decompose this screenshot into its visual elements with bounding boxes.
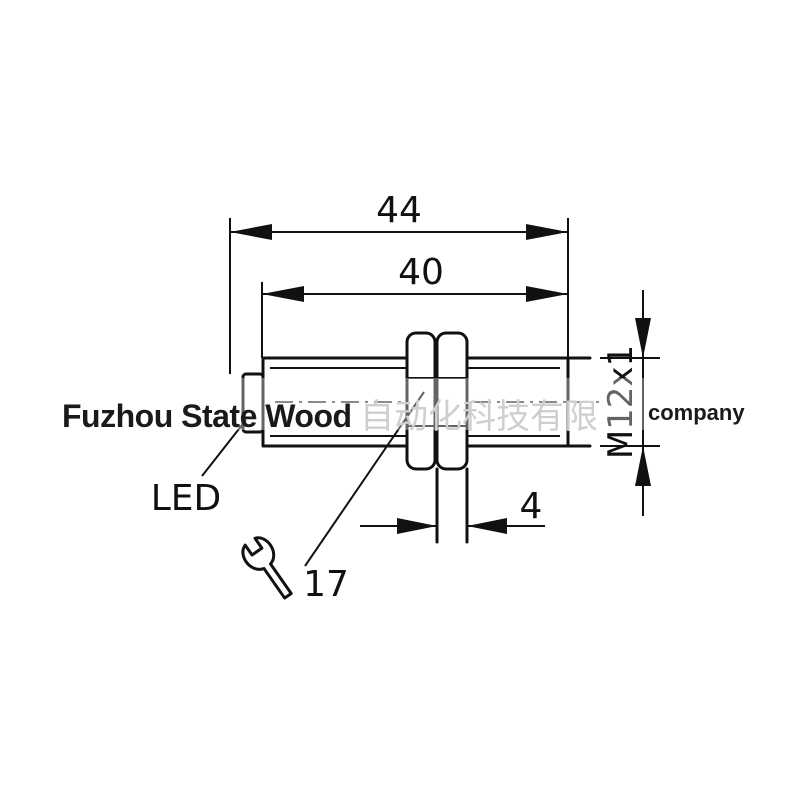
watermark-company: company [648, 400, 745, 425]
cable [435, 467, 469, 544]
dimension-40-label: 40 [398, 252, 444, 293]
led-callout: LED [151, 419, 247, 519]
dimension-nut-gap: 4 [360, 486, 545, 534]
dimension-44-label: 44 [376, 190, 422, 231]
wrench-size-callout: 17 [241, 391, 425, 605]
hex-nut-right [435, 331, 469, 471]
wrench-icon [241, 536, 293, 600]
watermark-main: Fuzhou State Wood [62, 398, 352, 434]
watermark: 自动化科技有限 Fuzhou State Wood company [62, 378, 745, 437]
wrench-17-label: 17 [303, 564, 349, 605]
dimension-4-label: 4 [520, 486, 543, 527]
dimension-thread-length: 40 [261, 252, 568, 358]
dimension-thread-size: M12x1 [600, 290, 660, 516]
led-label: LED [151, 478, 222, 519]
dimension-m12x1-label: M12x1 [601, 345, 641, 459]
dimension-overall-length: 44 [229, 190, 569, 374]
hex-nut-left [405, 331, 437, 471]
watermark-chinese: 自动化科技有限 [360, 397, 598, 437]
